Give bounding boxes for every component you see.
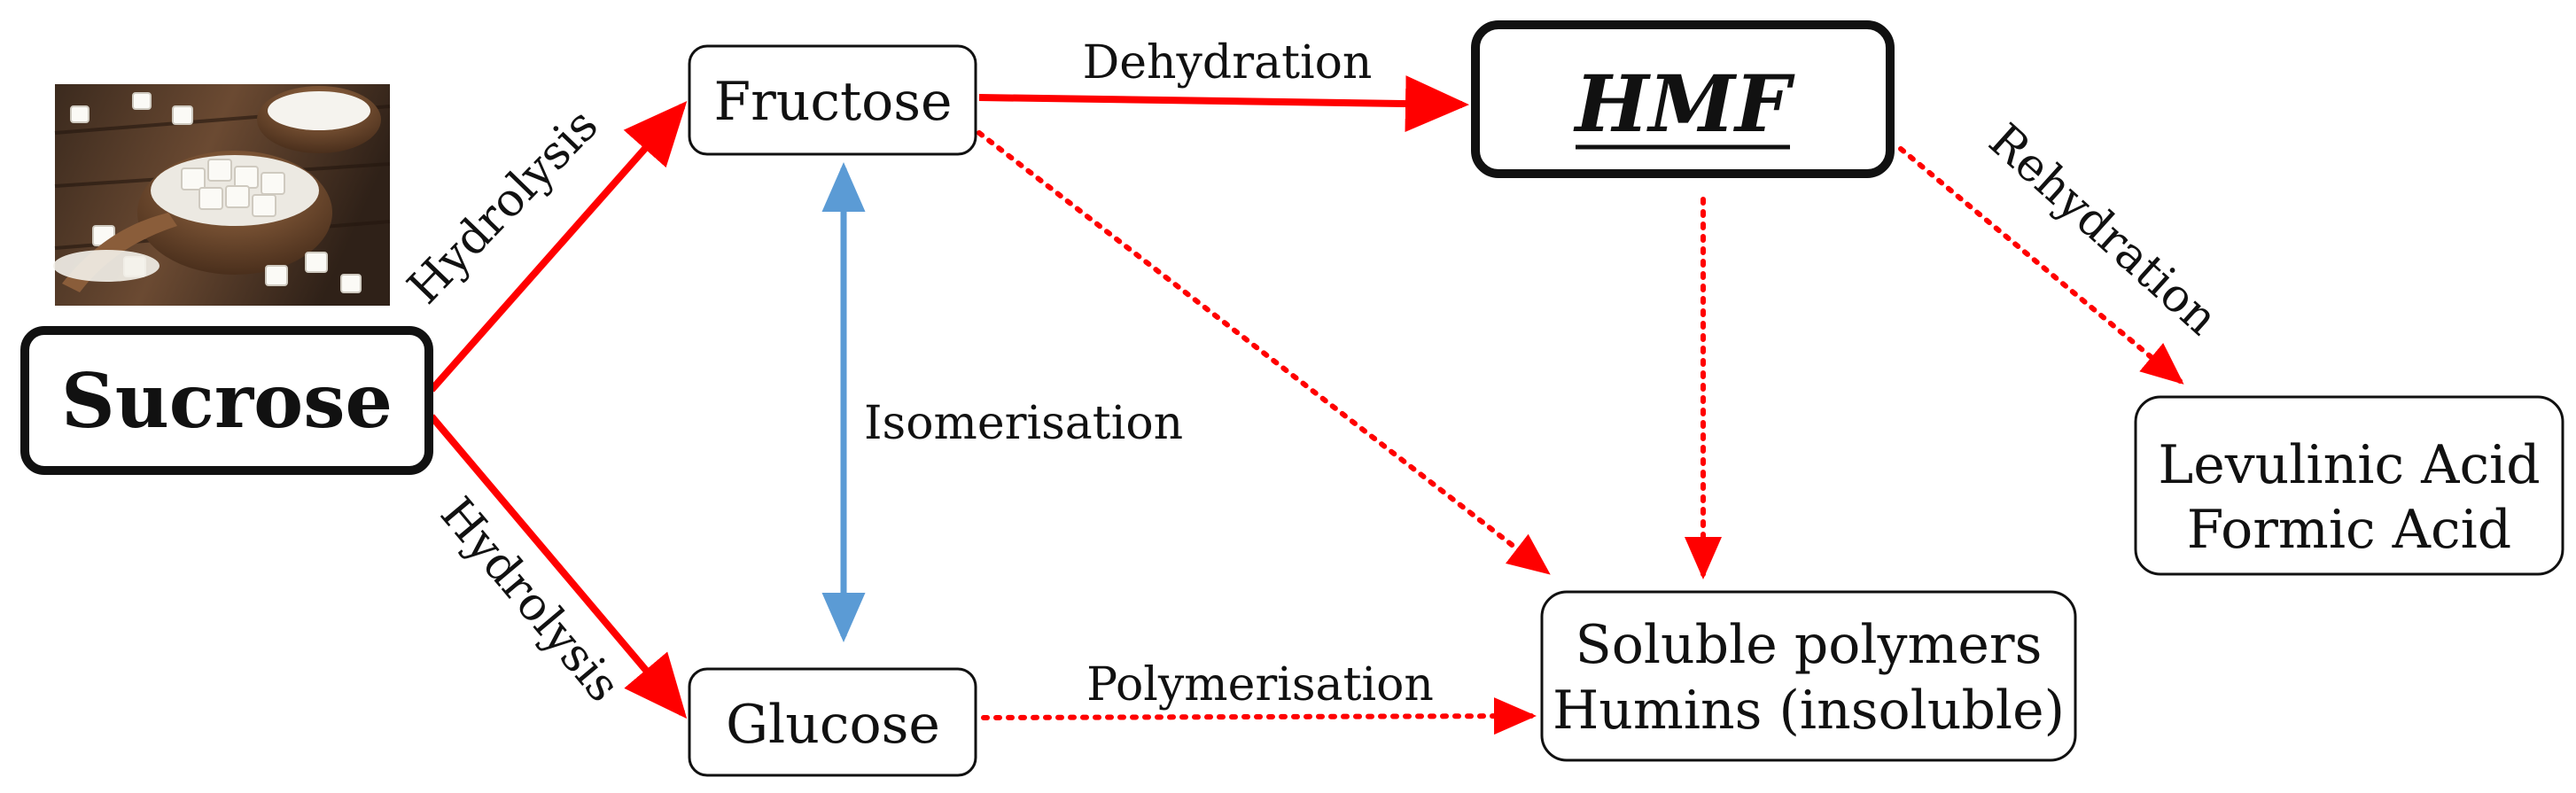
- node-glucose-label: Glucose: [726, 694, 940, 756]
- node-hmf: HMF: [1471, 20, 1895, 178]
- edge-isomerisation: Isomerisation: [821, 162, 1183, 642]
- edge-fructose-to-polymers: [977, 130, 1551, 575]
- edge-label-isomerisation: Isomerisation: [864, 397, 1183, 450]
- node-acids: Levulinic Acid Formic Acid: [2134, 395, 2564, 576]
- edge-hydrolysis-lower: Hydrolysis: [428, 414, 688, 719]
- node-acids-line2: Formic Acid: [2187, 499, 2511, 561]
- node-glucose: Glucose: [688, 667, 977, 777]
- node-fructose: Fructose: [688, 44, 977, 156]
- edge-label-dehydration: Dehydration: [1083, 36, 1373, 89]
- edge-label-rehydration: Rehydration: [1979, 114, 2228, 346]
- edge-label-hydrolysis-upper: Hydrolysis: [398, 99, 609, 315]
- node-sucrose: Sucrose: [20, 326, 433, 475]
- edge-dehydration: Dehydration: [978, 36, 1469, 133]
- node-acids-line1: Levulinic Acid: [2158, 434, 2540, 496]
- node-hmf-label: HMF: [1572, 58, 1795, 150]
- node-polymers: Soluble polymers Humins (insoluble): [1540, 590, 2077, 762]
- node-polymers-line1: Soluble polymers: [1576, 614, 2043, 676]
- edge-hydrolysis-upper: Hydrolysis: [398, 99, 688, 393]
- node-fructose-label: Fructose: [713, 71, 952, 133]
- sugar-cubes-photo: [53, 84, 391, 306]
- edge-polymerisation: Polymerisation: [981, 658, 1537, 735]
- edge-rehydration: Rehydration: [1898, 114, 2228, 385]
- edge-label-polymerisation: Polymerisation: [1086, 658, 1434, 711]
- node-polymers-line2: Humins (insoluble): [1553, 680, 2065, 742]
- edge-label-hydrolysis-lower: Hydrolysis: [430, 487, 630, 711]
- node-sucrose-label: Sucrose: [61, 357, 393, 445]
